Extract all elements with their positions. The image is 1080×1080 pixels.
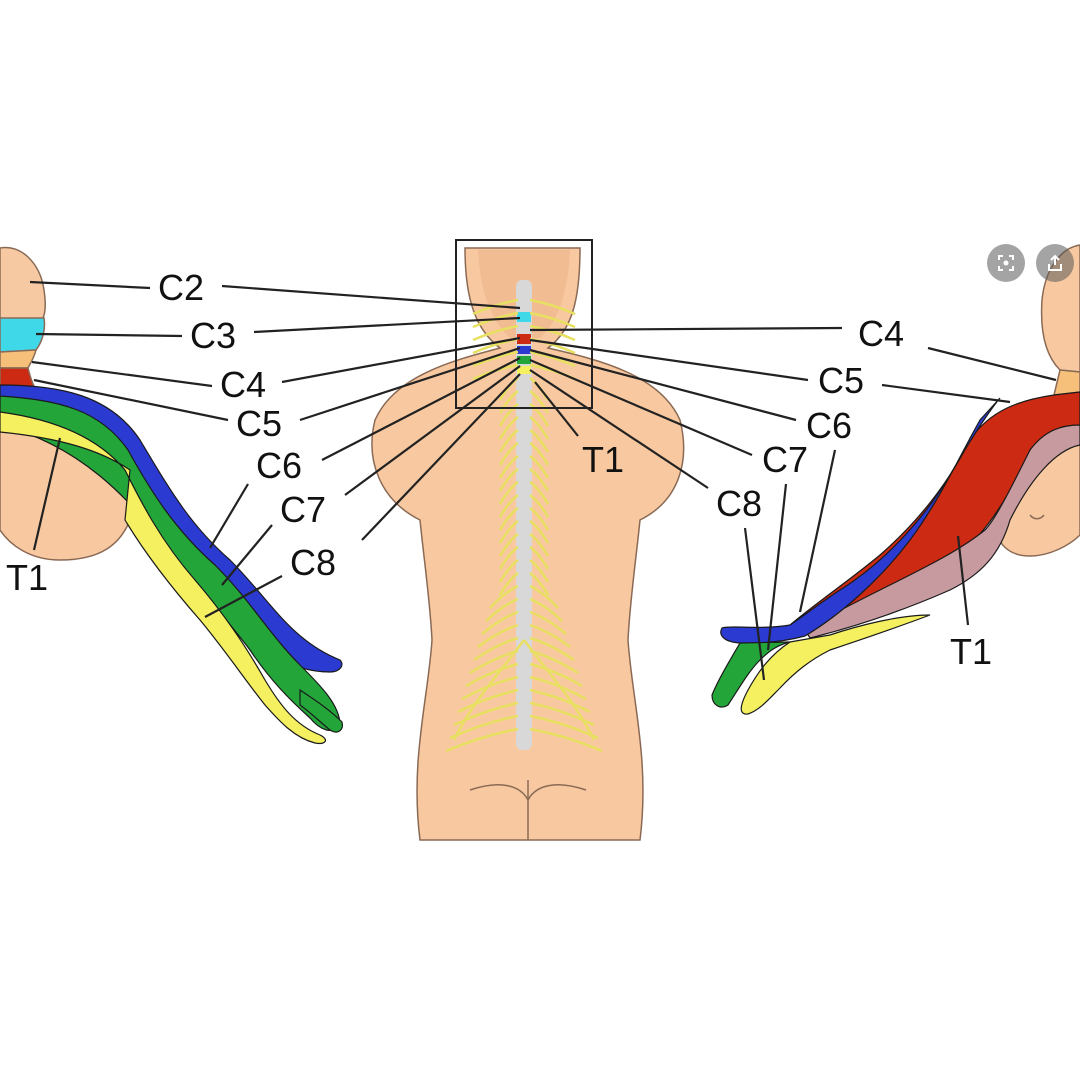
center-seg-c8 [517,366,531,374]
nerve-branch [472,324,519,342]
nerve-branch [529,727,603,753]
nerve-branch [529,545,550,570]
nerve-branch [498,480,519,505]
left-c4-region [0,349,37,369]
nerve-branch [529,480,550,505]
nerve-branch [529,324,576,342]
lens-button[interactable] [987,244,1025,282]
left-label-c4: C4 [220,364,266,405]
right-label-c6: C6 [806,405,852,446]
left-figure [0,246,343,745]
nerve-branch [529,597,563,622]
nerve-branch [529,558,550,583]
nerve-branch [489,584,519,609]
nerve-branch [529,623,571,648]
left-hand [299,688,343,733]
nerve-branch [529,688,591,714]
share-icon [1048,254,1062,271]
nerve-branch [529,350,576,368]
nerve-branch [472,350,519,368]
nerve-branch [529,428,550,453]
right-figure [711,244,1080,715]
nerve-branch [465,662,519,688]
nerve-branch [529,389,550,414]
nerve-branch [498,415,519,440]
nerve-branch [529,584,559,609]
nerve-branch [529,402,550,427]
right-label-c5: C5 [818,360,864,401]
center-cervical-box [455,239,593,409]
nerve-branch [445,727,519,753]
center-seg-c5 [517,334,531,344]
nerve-branch [498,454,519,479]
right-c4-region [1053,369,1080,396]
nerve-branch [457,688,519,714]
nerve-branch [529,571,550,596]
nerve-branch [529,610,567,635]
nerve-branch [498,467,519,492]
center-label-t1: T1 [582,439,624,480]
cross-leaders [221,284,843,541]
right-c8-region [740,614,931,715]
nerve-branch [529,519,550,544]
left-label-c7: C7 [280,489,326,530]
left-label-c6: C6 [256,445,302,486]
nerve-branch [498,493,519,518]
left-label-t1: T1 [6,557,48,598]
nerve-branch [498,519,519,544]
nerve-branch [498,532,519,557]
nerve-branch [498,545,519,570]
left-head [0,246,46,321]
right-c6-region [720,397,1001,644]
nerve-branch [529,662,583,688]
right-c7-region [711,641,791,708]
nerve-branch [453,701,519,727]
nerve-branch [529,454,550,479]
center-spinal-column [516,280,532,750]
right-labels: C4 C5 C6 C7 C8 T1 [716,313,1057,681]
nerve-branch [473,636,519,662]
center-labels: T1 [534,381,624,480]
nerve-branch [498,506,519,531]
nerve-branch [498,558,519,583]
left-label-c8: C8 [290,542,336,583]
nerve-branch [529,701,595,727]
right-label-t1: T1 [950,631,992,672]
nerve-branch [529,636,575,662]
nerve-branch [523,639,596,741]
left-c8-region [0,411,327,745]
nerve-branch [481,610,519,635]
nerve-branch [529,415,550,440]
right-label-c8: C8 [716,483,762,524]
center-seg-c6 [517,346,531,354]
center-seg-c7 [517,356,531,364]
left-label-c2: C2 [158,267,204,308]
nerve-branch [498,389,519,414]
nerve-branch [529,506,550,531]
nerve-branch [452,639,525,741]
nerve-branch [477,623,519,648]
right-label-c7: C7 [762,439,808,480]
nerve-branch [498,571,519,596]
center-seg-c3 [517,312,531,322]
nerve-branch [529,467,550,492]
nerve-branch [498,441,519,466]
nerve-branch [529,311,576,329]
nerve-branch [485,597,519,622]
left-labels: C2 C3 C4 C5 C6 C7 C8 T1 [6,267,336,618]
nerve-branch [529,298,576,316]
nerve-branch [498,428,519,453]
lens-icon [998,255,1014,271]
nerve-branch [529,493,550,518]
nerve-branch [498,402,519,427]
left-label-c5: C5 [236,403,282,444]
share-button[interactable] [1036,244,1074,282]
left-label-c3: C3 [190,315,236,356]
nerve-branch [529,441,550,466]
right-nipple [1029,514,1045,520]
right-label-c4: C4 [858,313,904,354]
nerve-branch [529,532,550,557]
center-figure [371,239,685,841]
